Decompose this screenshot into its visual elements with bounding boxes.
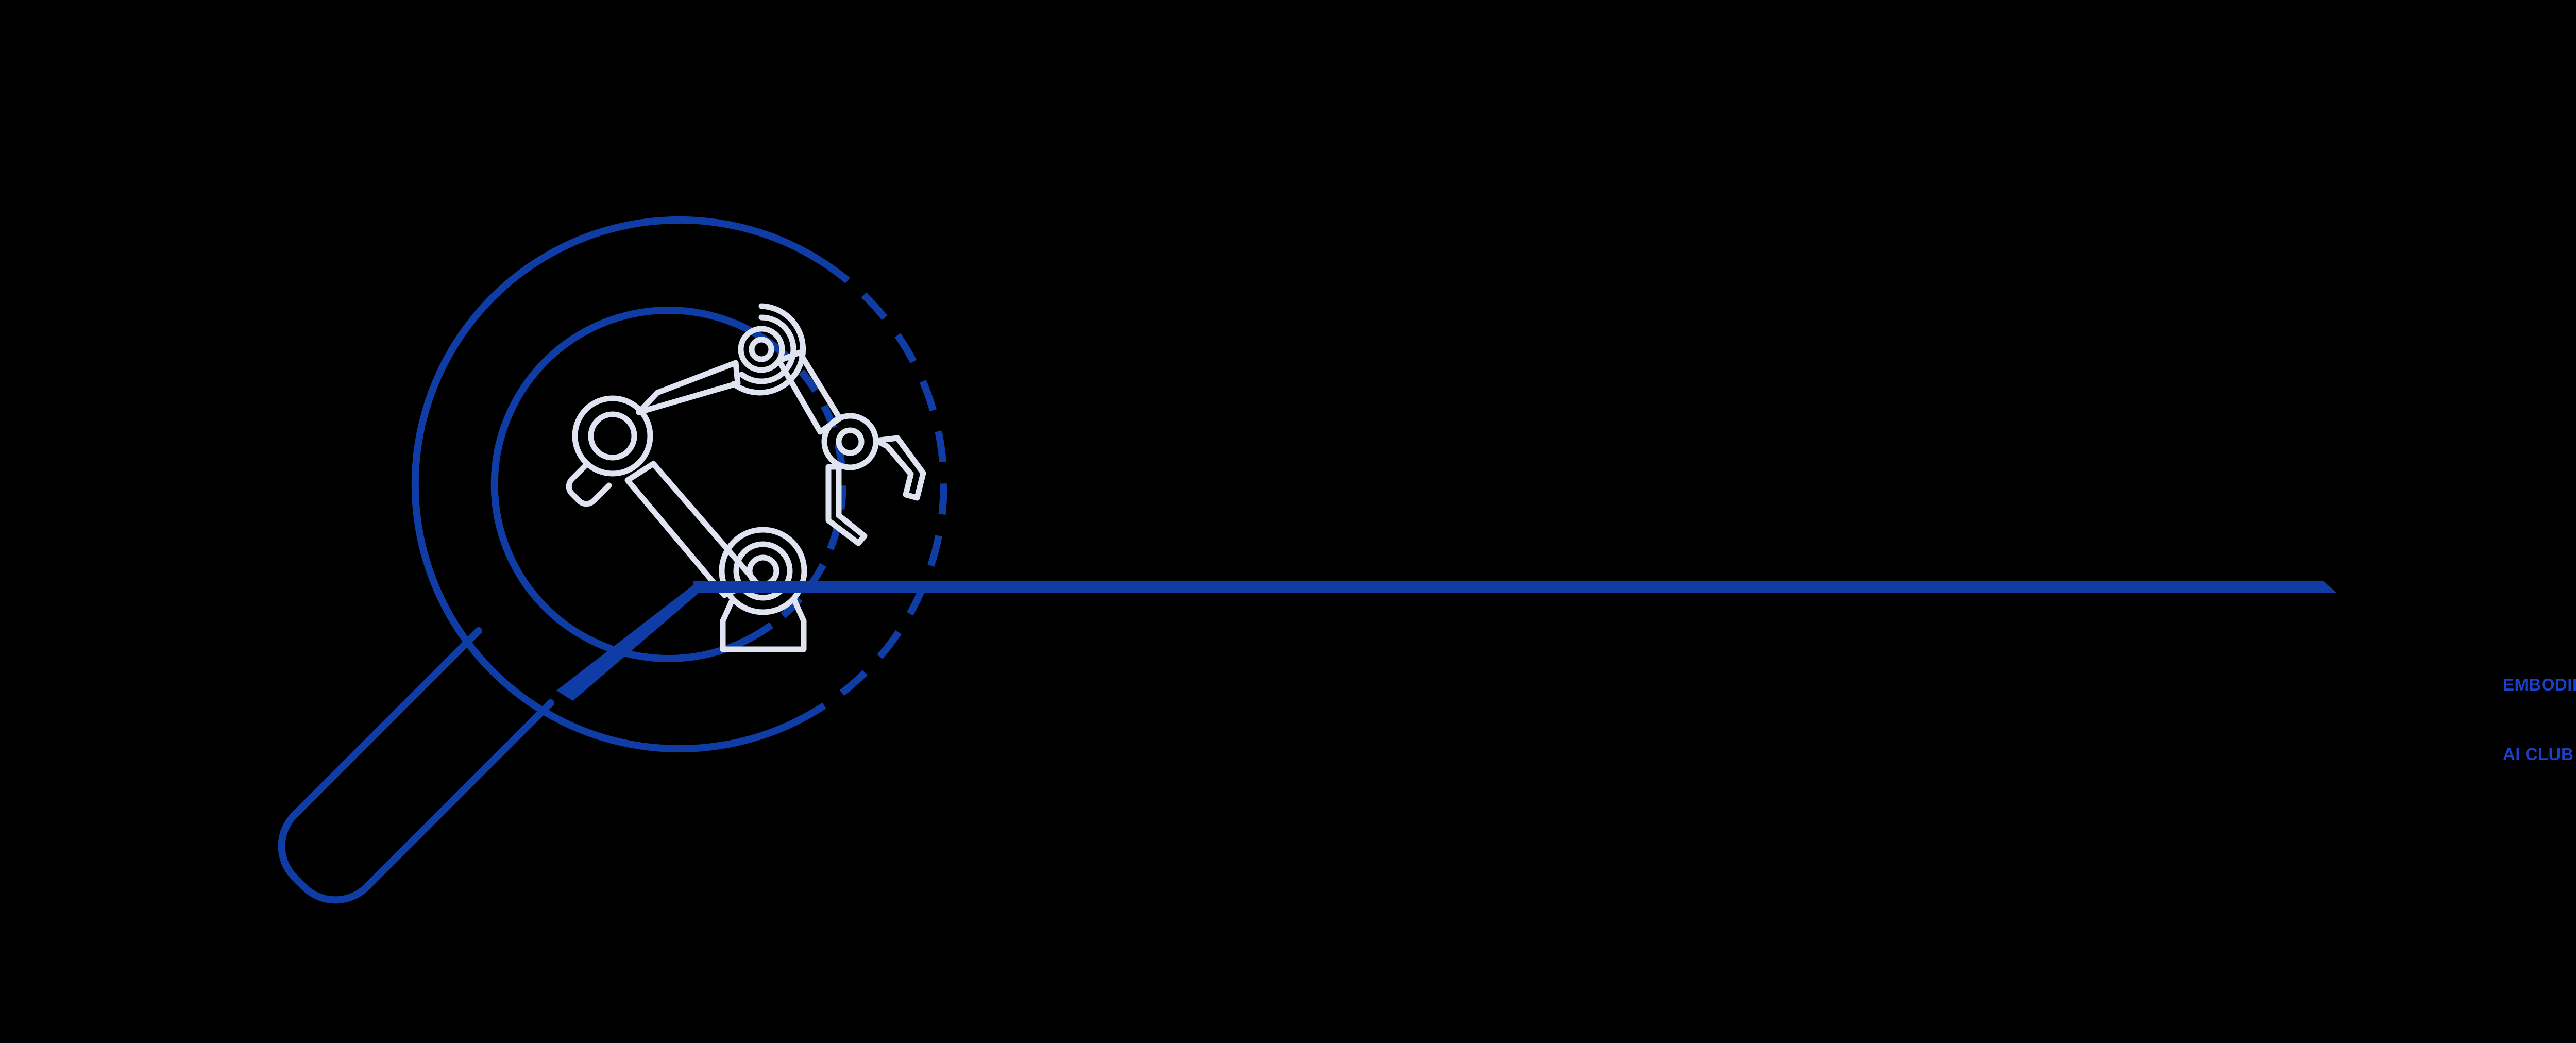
shoulder-joint-hub [749, 337, 774, 362]
wordmark-line-1: EMBODIED [2503, 675, 2576, 694]
elbow-joint-nub [566, 461, 612, 507]
accent-line-group [556, 581, 2336, 701]
shoulder-joint-arc3 [731, 303, 806, 396]
base-joint-mid [733, 541, 793, 601]
base-joint-outer [719, 527, 807, 615]
magnifier-outer-ring [411, 216, 947, 752]
shoulder-joint-arc2 [739, 314, 796, 384]
horizontal-accent-line [693, 581, 2336, 593]
diagonal-accent-connector [556, 581, 698, 701]
wrist-joint-inner [836, 427, 865, 456]
robotic-arm-illustration [566, 303, 926, 652]
gripper-finger-right [873, 435, 926, 501]
shoulder-joint-ring1 [738, 326, 785, 373]
magnifier-handle [278, 627, 554, 904]
embodied-ai-club-wordmark: EMBODIED AI CLUB [2503, 627, 2576, 812]
elbow-joint-outer [572, 395, 653, 477]
base-pedestal-flare [720, 597, 807, 624]
upper-arm [636, 360, 741, 415]
wordmark-line-2: AI CLUB [2503, 745, 2574, 764]
wrist-joint-outer [821, 413, 879, 470]
magnifier-inner-ring [490, 307, 846, 662]
base-pedestal [720, 618, 807, 652]
elbow-joint-inner [588, 411, 637, 461]
gripper-finger-left [825, 464, 868, 546]
